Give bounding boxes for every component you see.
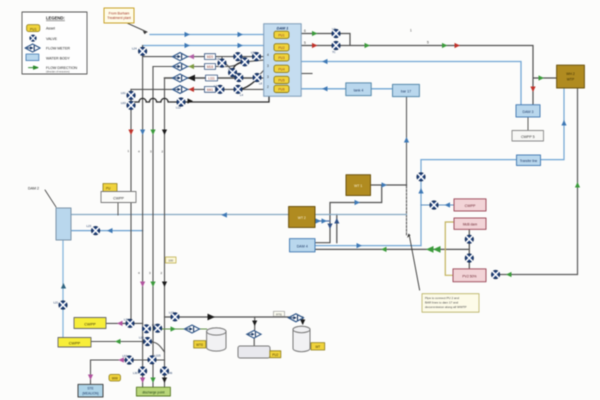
svg-text:STE: STE (87, 387, 93, 391)
svg-text:4: 4 (138, 271, 140, 275)
svg-text:(direction of resources): (direction of resources) (46, 71, 70, 74)
svg-text:WT: WT (315, 345, 320, 349)
svg-text:BAR lines to dam 17 and: BAR lines to dam 17 and (425, 301, 459, 305)
svg-text:WATER BODY: WATER BODY (46, 57, 70, 61)
svg-text:bar 17: bar 17 (401, 90, 411, 94)
svg-text:L10: L10 (152, 323, 157, 327)
svg-text:CWPP: CWPP (69, 341, 81, 345)
svg-text:U3: U3 (216, 57, 220, 61)
svg-text:2: 2 (267, 85, 269, 89)
svg-text:U5: U5 (228, 67, 232, 71)
svg-text:100: 100 (168, 259, 173, 263)
svg-text:L24: L24 (132, 47, 137, 51)
svg-text:L4: L4 (240, 93, 244, 97)
svg-text:WH 2: WH 2 (566, 72, 575, 76)
svg-text:PU1: PU1 (30, 28, 37, 32)
svg-text:(MEALION): (MEALION) (82, 392, 98, 396)
svg-text:McB dam: McB dam (463, 223, 477, 227)
svg-text:L36: L36 (124, 318, 129, 322)
svg-text:L18: L18 (139, 336, 144, 340)
svg-text:L49: L49 (168, 371, 173, 375)
svg-text:WT 2: WT 2 (298, 216, 306, 220)
svg-text:LEGEND:: LEGEND: (46, 16, 65, 21)
svg-text:PU6: PU6 (278, 88, 284, 92)
svg-text:3: 3 (267, 75, 269, 79)
svg-text:L3: L3 (214, 84, 218, 88)
svg-text:4: 4 (138, 150, 140, 154)
svg-text:M16: M16 (207, 65, 213, 69)
svg-text:L61: L61 (121, 91, 126, 95)
svg-text:4: 4 (267, 53, 269, 57)
svg-text:PU1: PU1 (278, 34, 284, 38)
svg-text:6: 6 (304, 29, 306, 33)
svg-text:Pipe to connect PU 2 and: Pipe to connect PU 2 and (425, 296, 459, 300)
svg-text:DAM 3: DAM 3 (523, 110, 534, 114)
svg-text:DAM 2: DAM 2 (28, 187, 39, 191)
svg-text:L13: L13 (169, 311, 174, 315)
svg-text:7C: 7C (332, 50, 336, 54)
svg-text:U2: U2 (332, 27, 336, 31)
svg-text:PU: PU (106, 187, 111, 191)
svg-text:From Burham: From Burham (109, 12, 130, 16)
svg-text:DAM 1: DAM 1 (277, 26, 289, 30)
svg-text:PU4: PU4 (278, 68, 284, 72)
svg-text:WW: WW (112, 377, 118, 381)
svg-text:FLOW METER: FLOW METER (46, 47, 70, 51)
svg-text:L21: L21 (54, 301, 59, 305)
svg-text:VALVE: VALVE (46, 37, 58, 41)
svg-text:L8: L8 (259, 82, 263, 86)
svg-text:L23: L23 (87, 224, 92, 228)
svg-text:CWPP: CWPP (84, 323, 96, 327)
svg-text:L63: L63 (121, 101, 126, 105)
svg-text:L111: L111 (208, 77, 215, 81)
svg-text:RTE: RTE (276, 312, 282, 316)
svg-text:WTP: WTP (567, 78, 575, 82)
svg-text:WT 1: WT 1 (354, 184, 362, 188)
svg-text:5: 5 (427, 41, 429, 45)
svg-text:PU3: PU3 (278, 56, 284, 60)
svg-text:CWPP: CWPP (465, 204, 476, 208)
svg-text:M20: M20 (207, 55, 213, 59)
svg-text:L115: L115 (155, 354, 161, 358)
svg-text:discharge point: discharge point (142, 391, 164, 395)
svg-text:L50: L50 (251, 51, 256, 55)
svg-text:FLOW DIRECTION: FLOW DIRECTION (46, 66, 78, 70)
svg-text:L30: L30 (133, 371, 138, 375)
svg-text:3: 3 (267, 64, 269, 68)
svg-text:L12: L12 (176, 106, 181, 110)
svg-text:Treatment plant: Treatment plant (107, 16, 131, 20)
svg-text:PU2: PU2 (272, 353, 278, 357)
svg-text:PU2: PU2 (278, 46, 284, 50)
svg-text:2: 2 (161, 271, 163, 275)
svg-text:CWPP: CWPP (113, 197, 124, 201)
svg-text:decommission along all WWTP: decommission along all WWTP (425, 305, 467, 309)
svg-text:3: 3 (150, 150, 152, 154)
svg-text:CWPP 5: CWPP 5 (521, 135, 535, 139)
svg-text:M41: M41 (207, 88, 213, 92)
svg-text:WTE: WTE (196, 343, 203, 347)
svg-text:Transfer line: Transfer line (520, 159, 538, 163)
svg-text:PV2 50%: PV2 50% (462, 275, 476, 279)
svg-text:L57: L57 (123, 354, 128, 358)
svg-text:PU5: PU5 (278, 79, 284, 83)
svg-text:DAM 4: DAM 4 (297, 245, 308, 249)
svg-text:5: 5 (304, 41, 306, 45)
svg-text:1: 1 (410, 29, 412, 33)
svg-text:2: 2 (162, 150, 164, 154)
svg-text:Asset: Asset (46, 27, 55, 31)
svg-text:1: 1 (128, 149, 130, 153)
svg-text:tank 4: tank 4 (354, 89, 364, 93)
svg-text:U1: U1 (240, 56, 244, 60)
svg-text:3: 3 (149, 271, 151, 275)
